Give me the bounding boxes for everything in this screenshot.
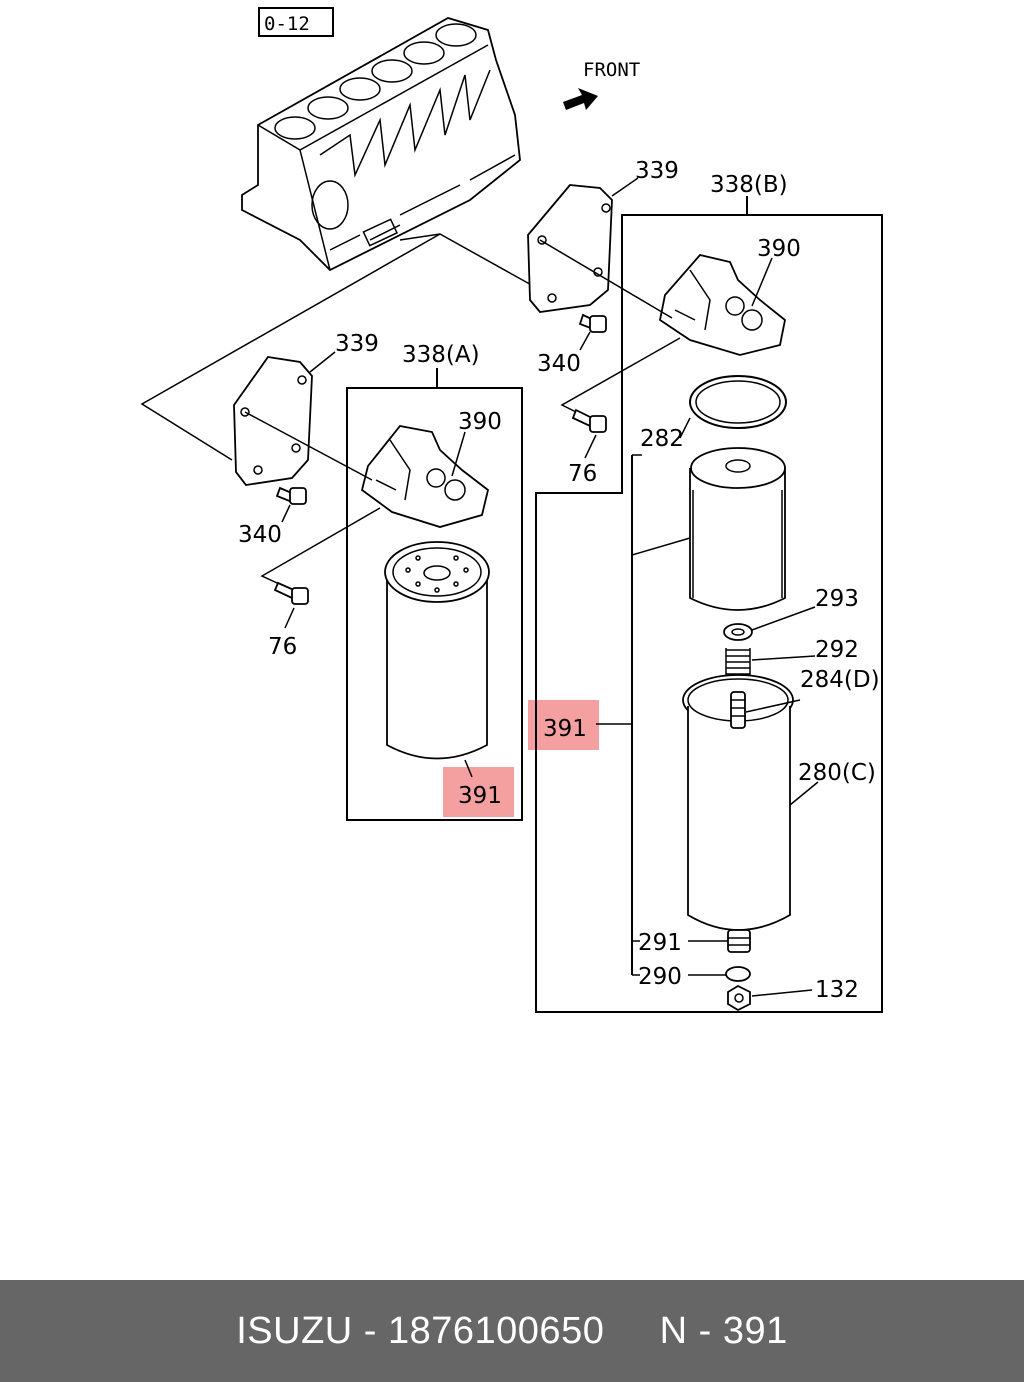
- ref-box[interactable]: 0-12: [258, 7, 334, 37]
- leader-339-b: [611, 177, 639, 197]
- front-label: FRONT: [583, 59, 640, 81]
- label-390-b: 390: [757, 236, 801, 262]
- o-ring-282: [689, 375, 787, 429]
- label-391-b[interactable]: 391: [543, 716, 587, 742]
- leader-bracket-head-a: [244, 411, 373, 481]
- group-box-b: [535, 214, 883, 1013]
- label-132: 132: [815, 977, 859, 1003]
- label-292: 292: [815, 637, 859, 663]
- filter-element: [689, 447, 786, 611]
- filter-head-390-a: [360, 425, 490, 528]
- spring-292: [725, 648, 751, 676]
- leader-bracket-head-b: [539, 239, 673, 319]
- parts-diagram: 0-12 FRONT 339 338(B): [140, 7, 883, 1013]
- leader-engine-bracket-a: [140, 233, 441, 461]
- stud-284: [730, 691, 746, 729]
- bolt-340-b: [578, 313, 607, 333]
- leader-292: [751, 655, 816, 661]
- engine-block: [241, 17, 521, 272]
- label-291: 291: [638, 930, 682, 956]
- leader-293: [751, 606, 816, 631]
- leader-76-b: [584, 434, 597, 459]
- footer-bar: ISUZU - 1876100650 N - 391: [0, 1280, 1024, 1382]
- leader-76-a: [284, 607, 295, 629]
- label-76-b: 76: [568, 461, 597, 487]
- front-indicator: FRONT: [563, 59, 640, 110]
- leader-340-b: [579, 331, 591, 351]
- leader-280: [789, 781, 819, 806]
- leader-132: [751, 989, 813, 997]
- label-339-b: 339: [635, 158, 679, 184]
- spin-on-filter-391: [384, 541, 490, 760]
- label-338-a: 338(A): [402, 342, 480, 368]
- label-340-a: 340: [238, 522, 282, 548]
- bracket-339-b: [527, 184, 613, 313]
- leader-element: [631, 537, 691, 556]
- label-390-a: 390: [458, 409, 502, 435]
- leader-head-76-a: [260, 507, 381, 589]
- label-340-b: 340: [537, 351, 581, 377]
- leader-390-b: [751, 257, 773, 307]
- leader-390-a: [451, 431, 466, 477]
- label-391-a[interactable]: 391: [458, 783, 502, 809]
- footer-brand: ISUZU: [236, 1309, 353, 1352]
- label-282: 282: [640, 426, 684, 452]
- footer-ref: N - 391: [659, 1309, 788, 1352]
- highlight-391-right: [528, 700, 599, 750]
- washer-293: [723, 623, 753, 641]
- leader-284: [745, 699, 801, 713]
- highlight-391-left: [443, 767, 514, 817]
- bolt-340-a: [275, 486, 307, 505]
- drain-plug-291: [727, 929, 751, 953]
- gasket-290: [725, 966, 751, 982]
- ref-box-label: 0-12: [264, 13, 310, 35]
- bolt-76-b: [571, 408, 607, 433]
- label-290: 290: [638, 964, 682, 990]
- bolt-76-a: [273, 581, 309, 605]
- label-293: 293: [815, 586, 859, 612]
- label-339-a: 339: [335, 331, 379, 357]
- leader-engine-bracket-b: [399, 233, 536, 288]
- label-284: 284(D): [800, 667, 880, 693]
- leader-282: [679, 417, 691, 439]
- leader-391-a: [464, 759, 473, 778]
- label-280: 280(C): [798, 760, 876, 786]
- footer-part-number: 1876100650: [388, 1309, 605, 1352]
- footer-separator: -: [352, 1309, 388, 1352]
- group-box-a: [346, 387, 523, 821]
- leader-340-a: [281, 504, 291, 523]
- footer-gap: [604, 1310, 659, 1353]
- label-338-b: 338(B): [710, 172, 788, 198]
- front-arrow-icon: [563, 88, 598, 110]
- nut-132: [727, 984, 751, 1012]
- bracket-339-a: [233, 356, 313, 486]
- leader-339-a: [309, 351, 336, 373]
- label-76-a: 76: [268, 634, 297, 660]
